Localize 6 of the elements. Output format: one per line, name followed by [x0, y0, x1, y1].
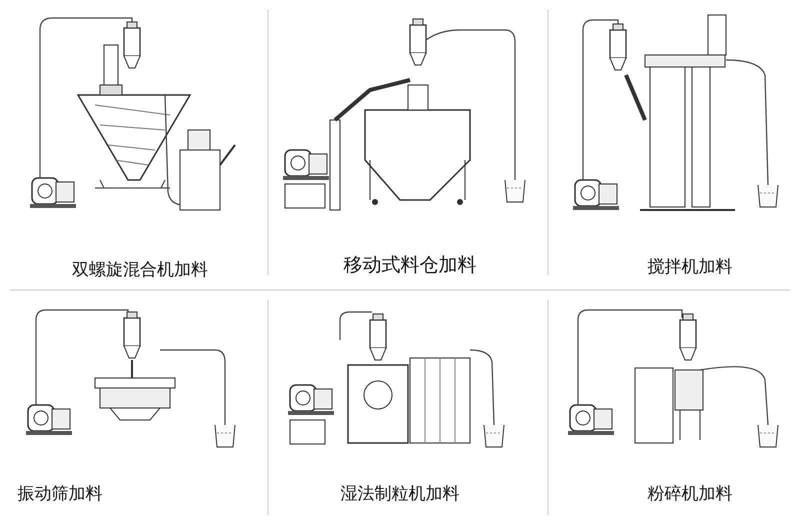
caption: 粉碎机加料	[648, 483, 732, 505]
caption: 湿法制粒机加料	[340, 483, 460, 505]
caption: 双螺旋混合机加料	[72, 259, 208, 281]
caption: 搅拌机加料	[648, 256, 732, 278]
caption: 移动式料仓加料	[344, 253, 476, 278]
caption: 振动筛加料	[18, 483, 102, 505]
